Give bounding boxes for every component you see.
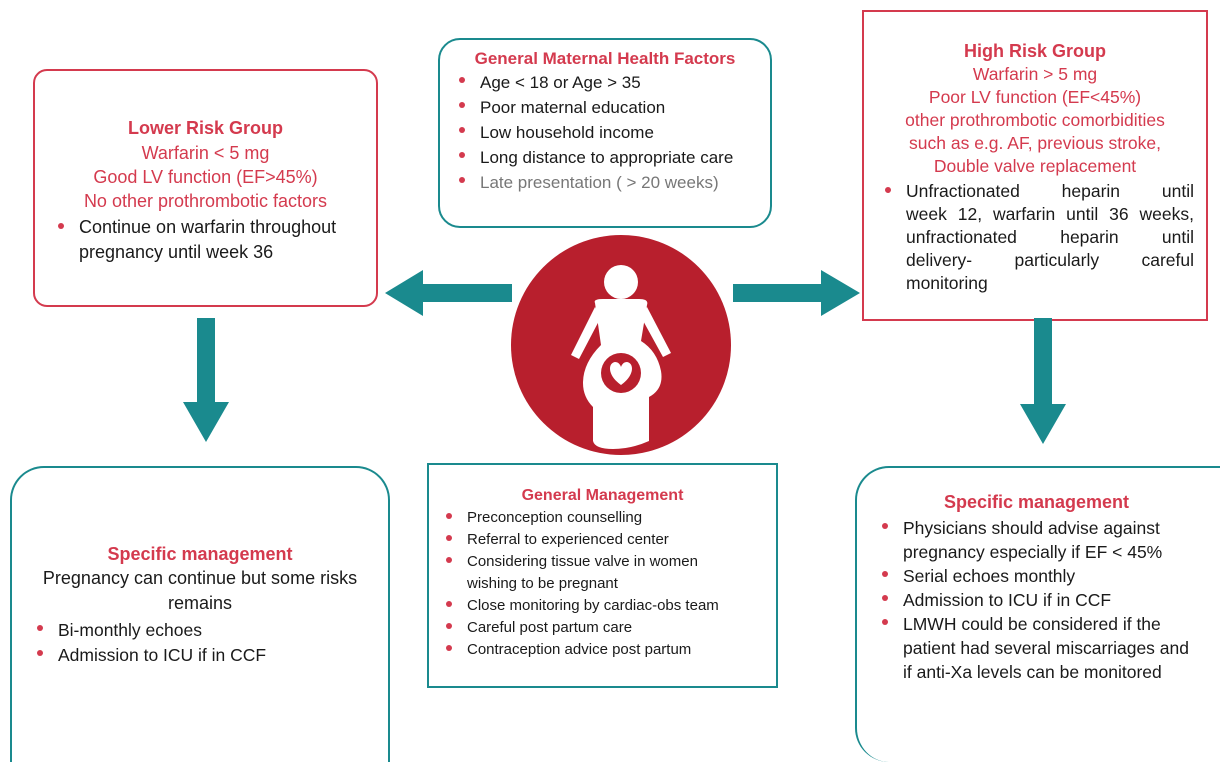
specific-right-bullet: Physicians should advise against pregnan… (873, 516, 1200, 564)
specific-management-left-box: Specific management Pregnancy can contin… (10, 466, 390, 762)
general-management-item: Close monitoring by cardiac-obs team (437, 595, 768, 617)
maternal-factor-item: Low household income (450, 120, 760, 145)
high-risk-line: other prothrombotic comorbidities (905, 110, 1165, 130)
arrow-left (385, 270, 512, 316)
general-management-item: Referral to experienced center (437, 529, 768, 551)
high-risk-bullet-line: delivery- particularly careful (906, 250, 1194, 270)
general-management-item: Considering tissue valve in women wishin… (437, 551, 768, 595)
specific-right-bullet: LMWH could be considered if the patient … (873, 612, 1200, 684)
maternal-factors-title: General Maternal Health Factors (474, 49, 736, 68)
specific-left-bullet: Admission to ICU if in CCF (28, 643, 372, 668)
specific-left-bullet: Bi-monthly echoes (28, 618, 372, 643)
lower-risk-line: Warfarin < 5 mg (141, 143, 270, 163)
general-management-box: General Management Preconception counsel… (427, 463, 778, 688)
maternal-factors-box: General Maternal Health Factors Age < 18… (438, 38, 772, 228)
maternal-factor-item: Age < 18 or Age > 35 (450, 70, 760, 95)
maternal-factor-item: Late presentation ( > 20 weeks) (450, 170, 760, 195)
lower-risk-bullet: Continue on warfarin throughout pregnanc… (49, 215, 362, 265)
high-risk-bullet-line: week 12, warfarin until 36 weeks, (906, 204, 1194, 224)
lower-risk-title: Lower Risk Group (127, 118, 284, 138)
high-risk-title: High Risk Group (963, 41, 1106, 61)
high-risk-line: such as e.g. AF, previous stroke, (909, 133, 1161, 153)
high-risk-bullet: Unfractionated heparin until week 12, wa… (876, 180, 1194, 295)
lower-risk-line: No other prothrombotic factors (83, 191, 328, 211)
lower-risk-line: Good LV function (EF>45%) (93, 167, 318, 187)
maternal-factor-item: Poor maternal education (450, 95, 760, 120)
high-risk-line: Poor LV function (EF<45%) (928, 87, 1142, 107)
general-management-item: Preconception counselling (437, 507, 768, 529)
arrow-down-left (183, 318, 229, 442)
general-management-item: Contraception advice post partum (437, 639, 768, 661)
pregnant-woman-heart-icon (511, 235, 731, 455)
specific-management-right-title: Specific management (943, 492, 1130, 512)
arrow-right (733, 270, 860, 316)
maternal-factor-item: Long distance to appropriate care (450, 145, 760, 170)
high-risk-bullet-line: Unfractionated heparin until (906, 181, 1194, 201)
lower-risk-box: Lower Risk Group Warfarin < 5 mg Good LV… (33, 69, 378, 307)
high-risk-line: Warfarin > 5 mg (972, 64, 1098, 84)
arrow-down-right (1020, 318, 1066, 444)
specific-management-left-title: Specific management (107, 544, 293, 564)
general-management-title: General Management (521, 487, 684, 504)
specific-right-bullet: Admission to ICU if in CCF (873, 588, 1200, 612)
specific-management-left-text: Pregnancy can continue but some risks re… (42, 568, 358, 613)
general-management-item: Careful post partum care (437, 617, 768, 639)
high-risk-bullet-line: unfractionated heparin until (906, 227, 1194, 247)
high-risk-bullet-line: monitoring (906, 273, 988, 293)
high-risk-line: Double valve replacement (933, 156, 1137, 176)
specific-management-right-box: Specific management Physicians should ad… (855, 466, 1220, 762)
high-risk-box: High Risk Group Warfarin > 5 mg Poor LV … (862, 10, 1208, 321)
specific-right-bullet: Serial echoes monthly (873, 564, 1200, 588)
